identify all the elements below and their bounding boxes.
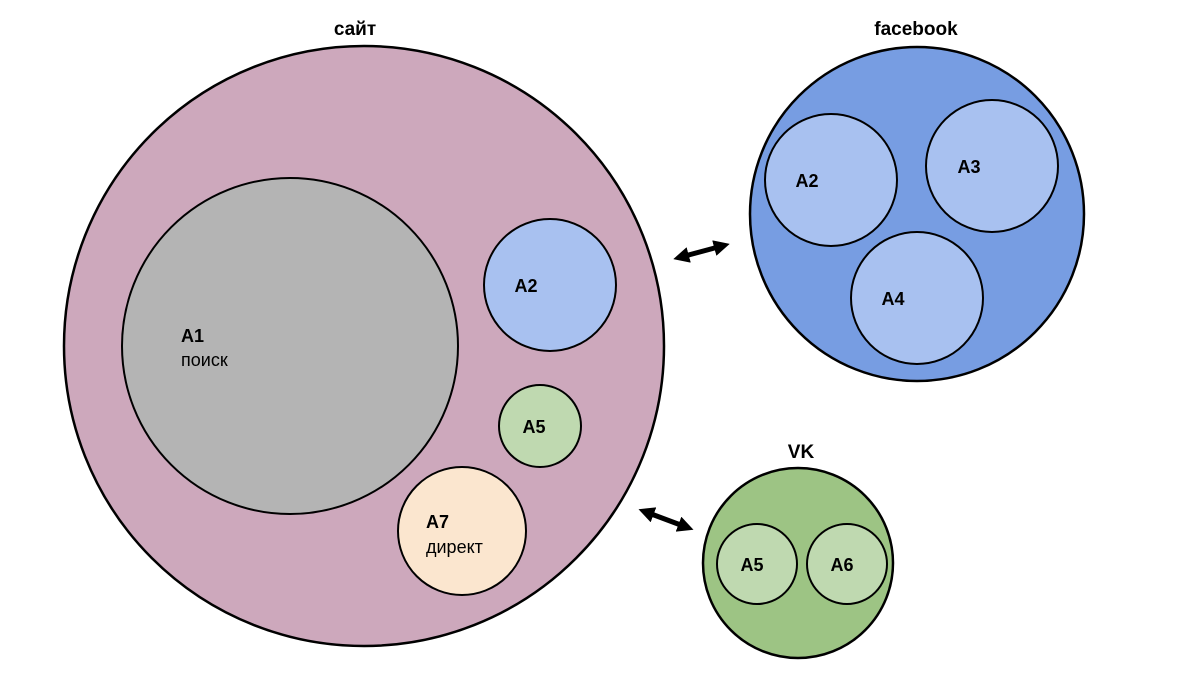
site-node-a2: A2	[483, 218, 617, 352]
vk-group: VK A5 A6	[701, 442, 895, 660]
vk-node-a5-label: A5	[740, 555, 763, 575]
site-node-a1-circle	[121, 177, 459, 515]
site-node-a7-circle	[397, 466, 527, 596]
facebook-node-a2-circle	[764, 113, 898, 247]
facebook-node-a2-label: A2	[795, 171, 818, 191]
site-facebook-double-arrow	[673, 240, 730, 263]
vk-node-a6-label: A6	[830, 555, 853, 575]
site-node-a7-label: A7	[426, 512, 449, 532]
site-node-a1-sublabel: поиск	[181, 350, 228, 370]
facebook-group-title: facebook	[874, 19, 958, 40]
site-node-a7-sublabel: директ	[426, 537, 483, 557]
facebook-node-a4-label: A4	[881, 289, 904, 309]
vk-node-a6: A6	[806, 523, 888, 605]
vk-node-a6-circle	[806, 523, 888, 605]
site-group: сайт A1 поиск A2 A5 A7 директ	[62, 19, 666, 648]
site-node-a2-label: A2	[514, 276, 537, 296]
facebook-node-a2: A2	[764, 113, 898, 247]
facebook-node-a3-label: A3	[957, 157, 980, 177]
site-node-a5-circle	[498, 384, 582, 468]
facebook-group: facebook A2 A3 A4	[748, 19, 1086, 383]
site-node-a1-label: A1	[181, 326, 204, 346]
facebook-node-a3: A3	[925, 99, 1059, 233]
site-node-a7: A7 директ	[397, 466, 527, 596]
facebook-node-a4-circle	[850, 231, 984, 365]
site-node-a5-label: A5	[522, 417, 545, 437]
site-node-a5: A5	[498, 384, 582, 468]
site-group-title: сайт	[334, 19, 376, 40]
facebook-node-a3-circle	[925, 99, 1059, 233]
vk-node-a5: A5	[716, 523, 798, 605]
site-node-a2-circle	[483, 218, 617, 352]
site-node-a1: A1 поиск	[121, 177, 459, 515]
site-vk-double-arrow	[638, 507, 694, 532]
vk-node-a5-circle	[716, 523, 798, 605]
facebook-node-a4: A4	[850, 231, 984, 365]
vk-group-title: VK	[788, 442, 815, 463]
vk-circle	[701, 466, 895, 660]
